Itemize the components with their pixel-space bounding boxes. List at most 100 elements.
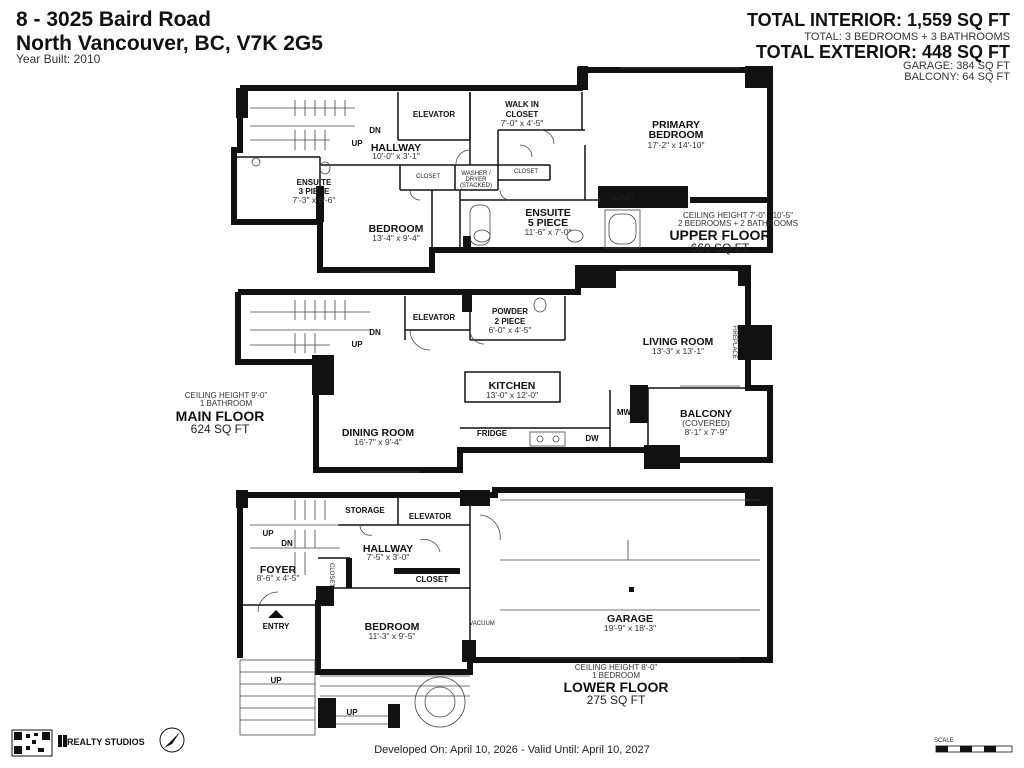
wall-block [316, 586, 334, 606]
total-interior: TOTAL INTERIOR: 1,559 SQ FT [746, 10, 1010, 30]
upper-floor-area: 660 SQ FT [691, 241, 750, 255]
wall-block [462, 292, 472, 312]
washer-label-1: WASHER / [461, 171, 491, 177]
lower-floor-plan [236, 487, 773, 736]
stairs-up-front: UP [346, 708, 358, 717]
primary-bedroom-dims: 17'-2" x 14'-10" [647, 140, 704, 150]
vacuum-label: VACUUM [469, 621, 495, 627]
wall-block [578, 66, 588, 90]
scale-bar [935, 745, 1013, 753]
ensuite5-label-1: ENSUITE [525, 207, 571, 219]
elevator-upper-label: ELEVATOR [413, 110, 455, 119]
closet-lower-2-label: CLOSET [416, 575, 449, 584]
primary-bedroom-label-1: PRIMARY [652, 119, 700, 131]
stairs-dn-lower: DN [281, 539, 293, 548]
main-floor-plan [235, 265, 773, 473]
upper-summary: 2 BEDROOMS + 2 BATHROOMS [678, 219, 798, 228]
total-exterior: TOTAL EXTERIOR: 448 SQ FT [755, 42, 1010, 62]
closet-upper-1-label: CLOSET [416, 174, 440, 180]
ensuite3-label-2: 3 PIECE [299, 187, 330, 196]
wall-block [598, 186, 688, 208]
mw-label: MW [617, 408, 632, 417]
closet-upper-3-label: CLOSET [610, 196, 634, 202]
fireplace-label: FIREPLACE [731, 325, 737, 358]
entry-label: ENTRY [263, 622, 290, 631]
main-floor-area: 624 SQ FT [191, 422, 250, 436]
foyer-label: FOYER [260, 564, 297, 576]
stairs-up-main: UP [351, 340, 363, 349]
bedroom-upper-dims: 13'-4" x 9'-4" [372, 233, 420, 243]
lower-ceiling-height: CEILING HEIGHT 8'-0" [575, 663, 658, 672]
ensuite3-dims: 7'-3" x 6'-6" [293, 195, 336, 205]
bedroom-lower-label: BEDROOM [365, 621, 420, 633]
year-built: Year Built: 2010 [16, 52, 101, 66]
wall-block [460, 490, 490, 506]
dw-label: DW [585, 434, 599, 443]
garage-label: GARAGE [607, 613, 653, 625]
powder-label-1: POWDER [492, 307, 528, 316]
garage-dims: 19'-9" x 18'-3" [604, 623, 656, 633]
kitchen-dims: 13'-0" x 12'-0" [486, 390, 538, 400]
living-room-label: LIVING ROOM [643, 336, 714, 348]
hallway-upper-label: HALLWAY [371, 142, 421, 154]
upper-stairs [250, 100, 355, 150]
wall-block [312, 355, 334, 395]
dining-room-dims: 16'-7" x 9'-4" [354, 437, 402, 447]
compass-icon [159, 727, 185, 753]
closet-lower-1-label: CLOSET [328, 563, 334, 587]
wall-block [346, 558, 352, 588]
stairs-up-lower: UP [262, 529, 274, 538]
walk-in-closet-label-2: CLOSET [506, 110, 539, 119]
bedroom-lower-dims: 11'-3" x 9'-5" [369, 631, 416, 641]
hallway-lower-dims: 7'-5" x 3'-0" [367, 552, 410, 562]
dining-room-label: DINING ROOM [342, 427, 415, 439]
tree-icon [414, 676, 466, 728]
main-ceiling-height: CEILING HEIGHT 9'-0" [185, 391, 268, 400]
kitchen-label: KITCHEN [489, 380, 536, 392]
stairs-dn-upper: DN [369, 126, 381, 135]
foyer-dims: 8'-6" x 4'-5" [257, 573, 300, 583]
stairs-dn-main: DN [369, 328, 381, 337]
wall-block [576, 266, 616, 288]
powder-label-2: 2 PIECE [495, 317, 526, 326]
bedroom-upper-label: BEDROOM [369, 223, 424, 235]
walk-in-closet-label-1: WALK IN [505, 100, 539, 109]
ensuite3-label-1: ENSUITE [297, 178, 332, 187]
garage-marker [629, 587, 634, 592]
balcony-area: BALCONY: 64 SQ FT [904, 71, 1010, 83]
hallway-upper-dims: 10'-0" x 3'-1" [372, 151, 420, 161]
validity-footer: Developed On: April 10, 2026 - Valid Unt… [374, 744, 650, 756]
main-stairs [250, 300, 370, 353]
ensuite5-dims: 11'-6" x 7'-0" [525, 227, 572, 237]
stairs-up-upper: UP [351, 139, 363, 148]
balcony-label: BALCONY [680, 408, 732, 420]
walk-in-closet-dims: 7'-0" x 4'-5" [501, 118, 544, 128]
primary-bedroom-label-2: BEDROOM [649, 129, 704, 141]
lower-floor-area: 275 SQ FT [587, 693, 646, 707]
logo-text: REALTY STUDIOS [67, 737, 145, 747]
balcony-sub: (COVERED) [682, 418, 730, 428]
upper-ceiling-height: CEILING HEIGHT 7'-0" - 10'-5" [683, 211, 793, 220]
wall-block [644, 445, 680, 469]
address-line-2: North Vancouver, BC, V7K 2G5 [16, 32, 323, 55]
closet-upper-2-label: CLOSET [514, 169, 538, 175]
wall-block [236, 490, 248, 508]
living-room-dims: 13'-3" x 13'-1" [652, 346, 704, 356]
balcony-dims: 8'-1" x 7'-9" [685, 427, 728, 437]
wall-block [236, 88, 248, 118]
lower-summary: 1 BEDROOM [592, 671, 640, 680]
address-line-1: 8 - 3025 Baird Road [16, 8, 211, 31]
fridge-label: FRIDGE [477, 429, 508, 438]
upper-floor-plan [231, 66, 773, 273]
wall-block [463, 236, 471, 252]
washer-label-2: DRYER [466, 177, 488, 183]
kitchen-island [464, 371, 561, 403]
wall-block [394, 568, 460, 574]
hallway-lower-label: HALLWAY [363, 543, 413, 555]
lower-stairs [250, 500, 340, 575]
garage-area: GARAGE: 384 SQ FT [903, 60, 1010, 72]
main-summary: 1 BATHROOM [200, 399, 253, 408]
lower-floor-name: LOWER FLOOR [564, 679, 669, 695]
wall-block [318, 698, 336, 728]
